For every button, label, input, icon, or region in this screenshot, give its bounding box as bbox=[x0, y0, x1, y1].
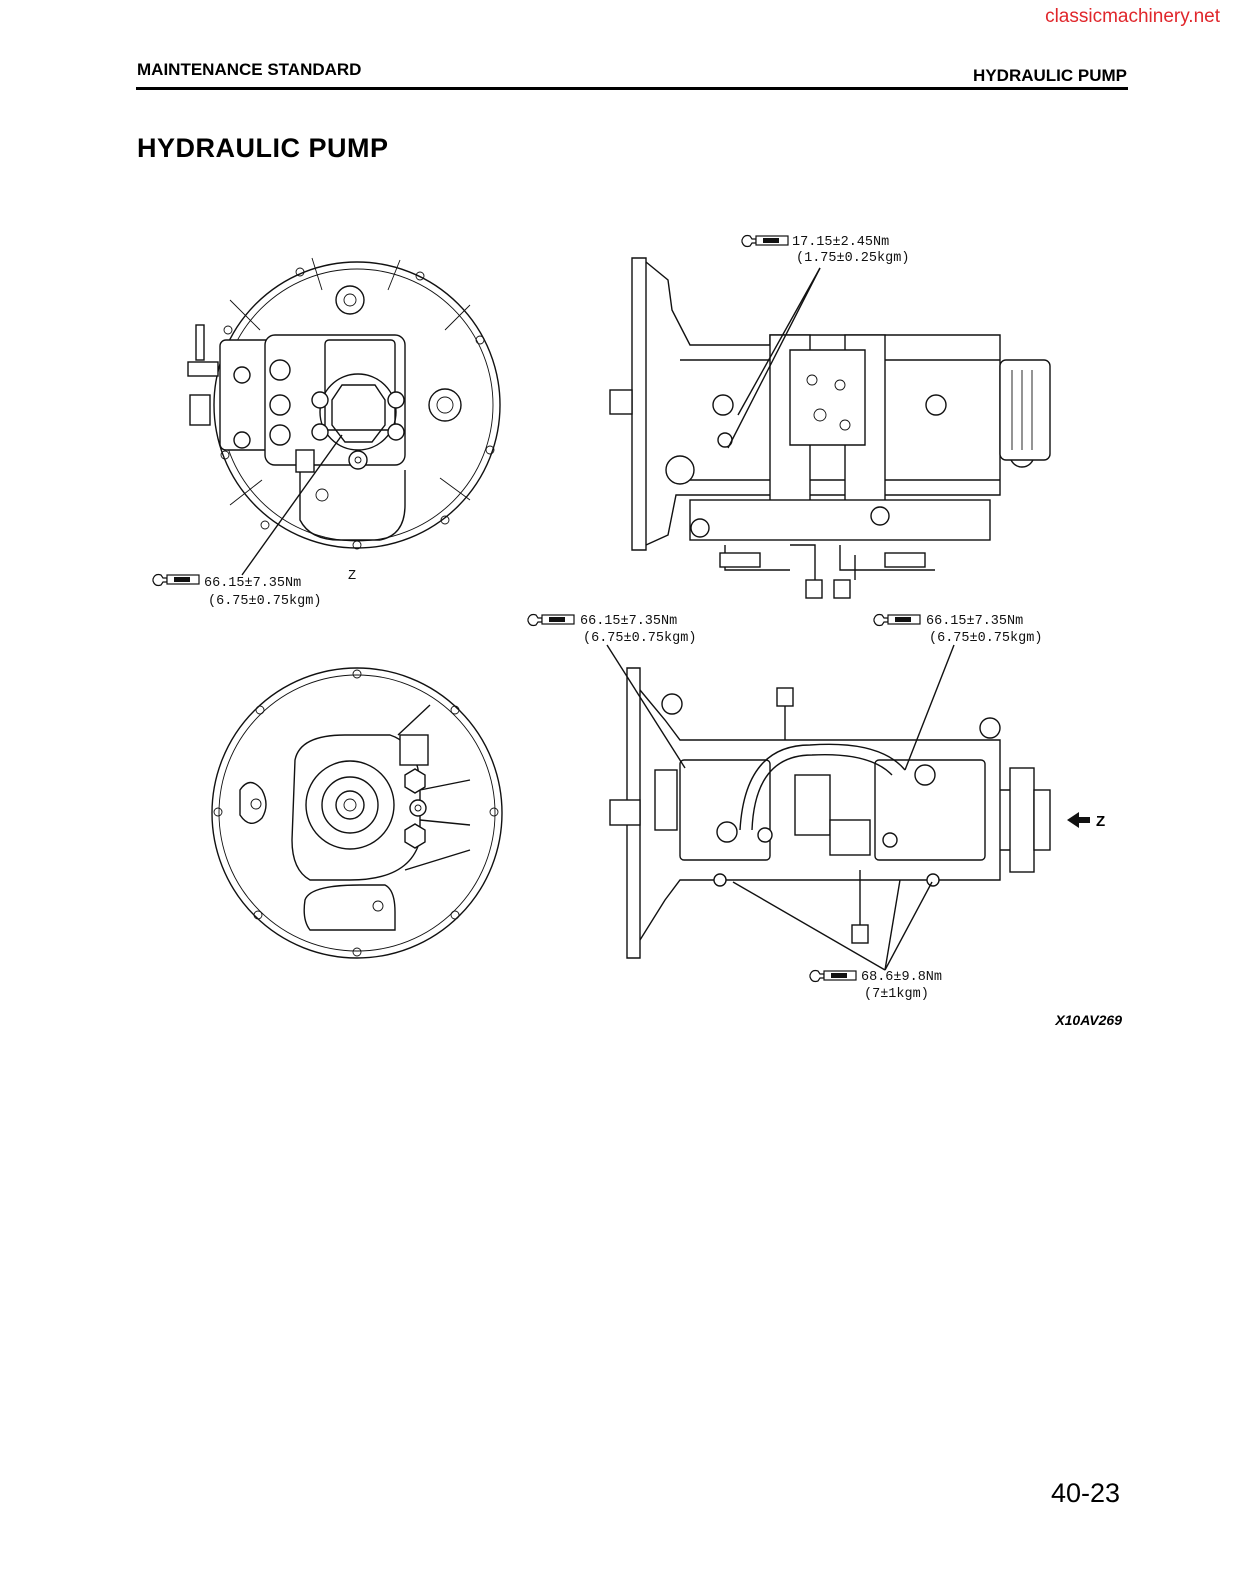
figure-code: X10AV269 bbox=[1055, 1012, 1122, 1028]
torque-2-kgm: (6.75±0.75kgm) bbox=[208, 594, 321, 609]
torque-2-nm: 66.15±7.35Nm bbox=[204, 576, 301, 591]
torque-1-nm: 17.15±2.45Nm bbox=[792, 235, 889, 250]
pump-side-view bbox=[610, 258, 1050, 598]
arrow-marker-z: Z bbox=[1096, 813, 1105, 830]
view-marker-z: Z bbox=[348, 569, 356, 584]
page-number: 40-23 bbox=[1051, 1478, 1120, 1509]
wrench-kgm-icon bbox=[810, 971, 856, 982]
torque-3-nm: 66.15±7.35Nm bbox=[580, 614, 677, 629]
wrench-kgm-icon bbox=[742, 236, 788, 247]
pump-end-view bbox=[188, 258, 500, 575]
torque-4-kgm: (6.75±0.75kgm) bbox=[929, 631, 1042, 646]
housing-end-view bbox=[212, 668, 502, 958]
torque-1-kgm: (1.75±0.25kgm) bbox=[796, 251, 909, 266]
wrench-kgm-icon bbox=[153, 575, 199, 586]
torque-4-nm: 66.15±7.35Nm bbox=[926, 614, 1023, 629]
wrench-kgm-icon bbox=[874, 615, 920, 626]
pump-plan-view bbox=[607, 645, 1090, 970]
torque-3-kgm: (6.75±0.75kgm) bbox=[583, 631, 696, 646]
torque-5-nm: 68.6±9.8Nm bbox=[861, 970, 942, 985]
torque-5-kgm: (7±1kgm) bbox=[864, 987, 929, 1002]
wrench-kgm-icon bbox=[528, 615, 574, 626]
view-arrow-icon bbox=[1067, 812, 1090, 828]
